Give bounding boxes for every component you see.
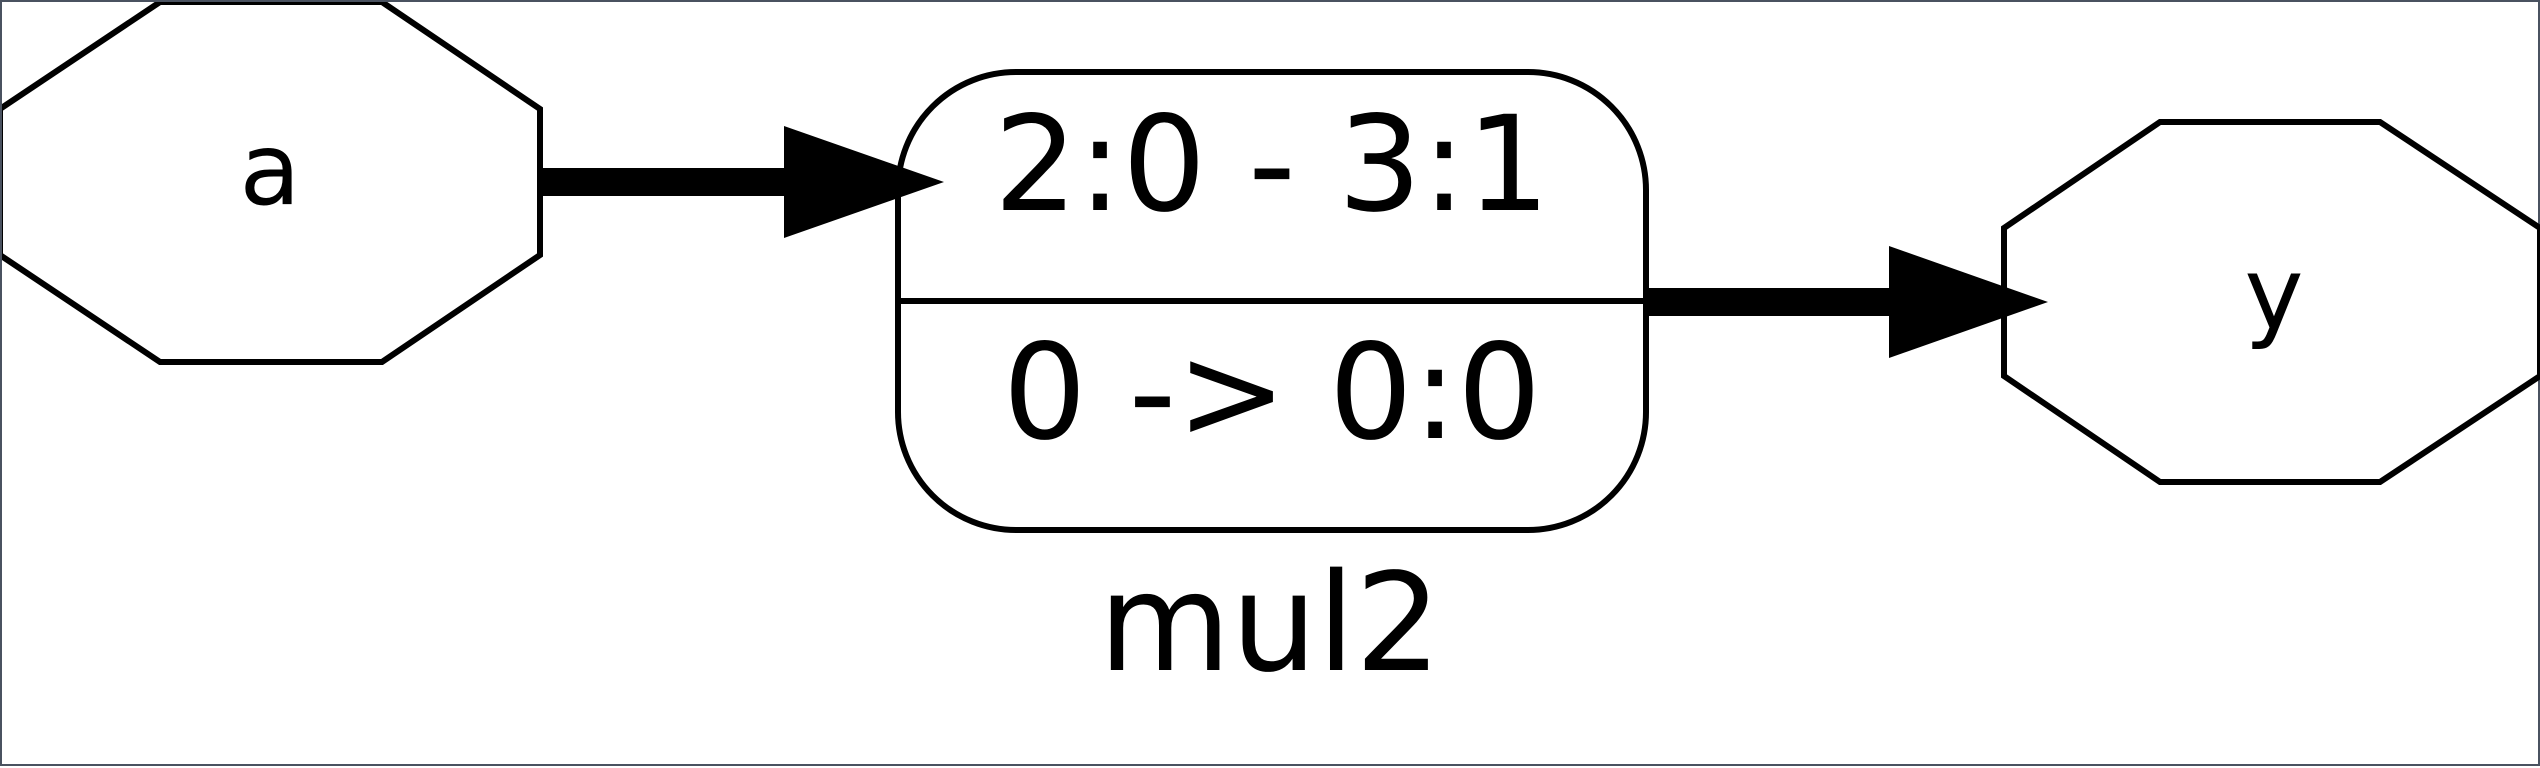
cell-bottom-label: 0 -> 0:0 <box>1003 316 1542 470</box>
edge-a-to-cell <box>540 126 944 238</box>
output-node-label: y <box>2244 235 2303 352</box>
cell-top-label: 2:0 - 3:1 <box>994 88 1550 242</box>
edge-y-arrowhead <box>1889 246 2048 358</box>
output-node-y: y <box>2001 119 2540 485</box>
edge-cell-to-y <box>1646 246 2048 358</box>
input-node-a: a <box>2 2 543 365</box>
input-node-label: a <box>239 111 300 228</box>
edge-a-arrowhead <box>784 126 944 238</box>
cell-caption: mul2 <box>1099 545 1442 703</box>
cell-mul2: 2:0 - 3:1 0 -> 0:0 mul2 <box>895 69 1649 703</box>
output-node-shape <box>2001 119 2540 485</box>
input-node-shape <box>2 2 543 365</box>
